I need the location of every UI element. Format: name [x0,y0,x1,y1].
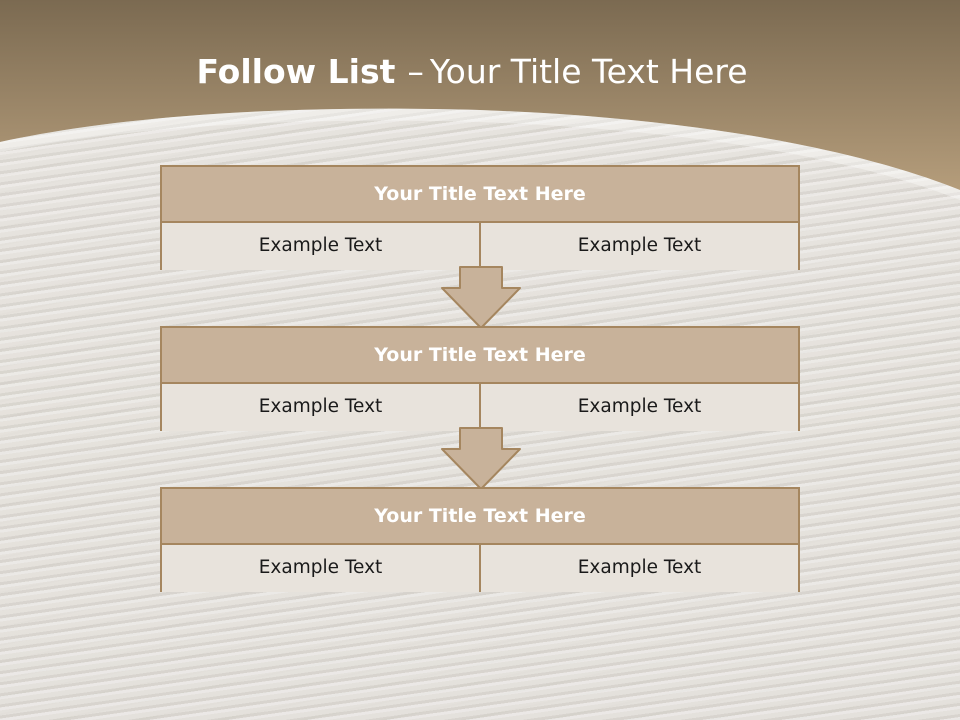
step-row: Example Text Example Text [162,384,798,431]
title-bold: Follow List [196,52,396,91]
step-cell-left: Example Text [162,384,479,431]
step-cell-right: Example Text [479,223,798,270]
step-cell-left: Example Text [162,223,479,270]
step-block-2: Your Title Text Here Example Text Exampl… [160,326,800,431]
step-row: Example Text Example Text [162,545,798,592]
step-block-3: Your Title Text Here Example Text Exampl… [160,487,800,592]
down-arrow-icon [441,266,521,329]
step-row: Example Text Example Text [162,223,798,270]
step-cell-right: Example Text [479,545,798,592]
step-title: Your Title Text Here [162,328,798,384]
down-arrow-icon [441,427,521,490]
step-title: Your Title Text Here [162,167,798,223]
step-cell-right: Example Text [479,384,798,431]
step-block-1: Your Title Text Here Example Text Exampl… [160,165,800,270]
title-rest: Your Title Text Here [429,52,748,91]
header-band [0,0,960,200]
slide-title: Follow List–Your Title Text Here [0,52,944,91]
step-title: Your Title Text Here [162,489,798,545]
step-cell-left: Example Text [162,545,479,592]
title-separator: – [407,52,424,91]
